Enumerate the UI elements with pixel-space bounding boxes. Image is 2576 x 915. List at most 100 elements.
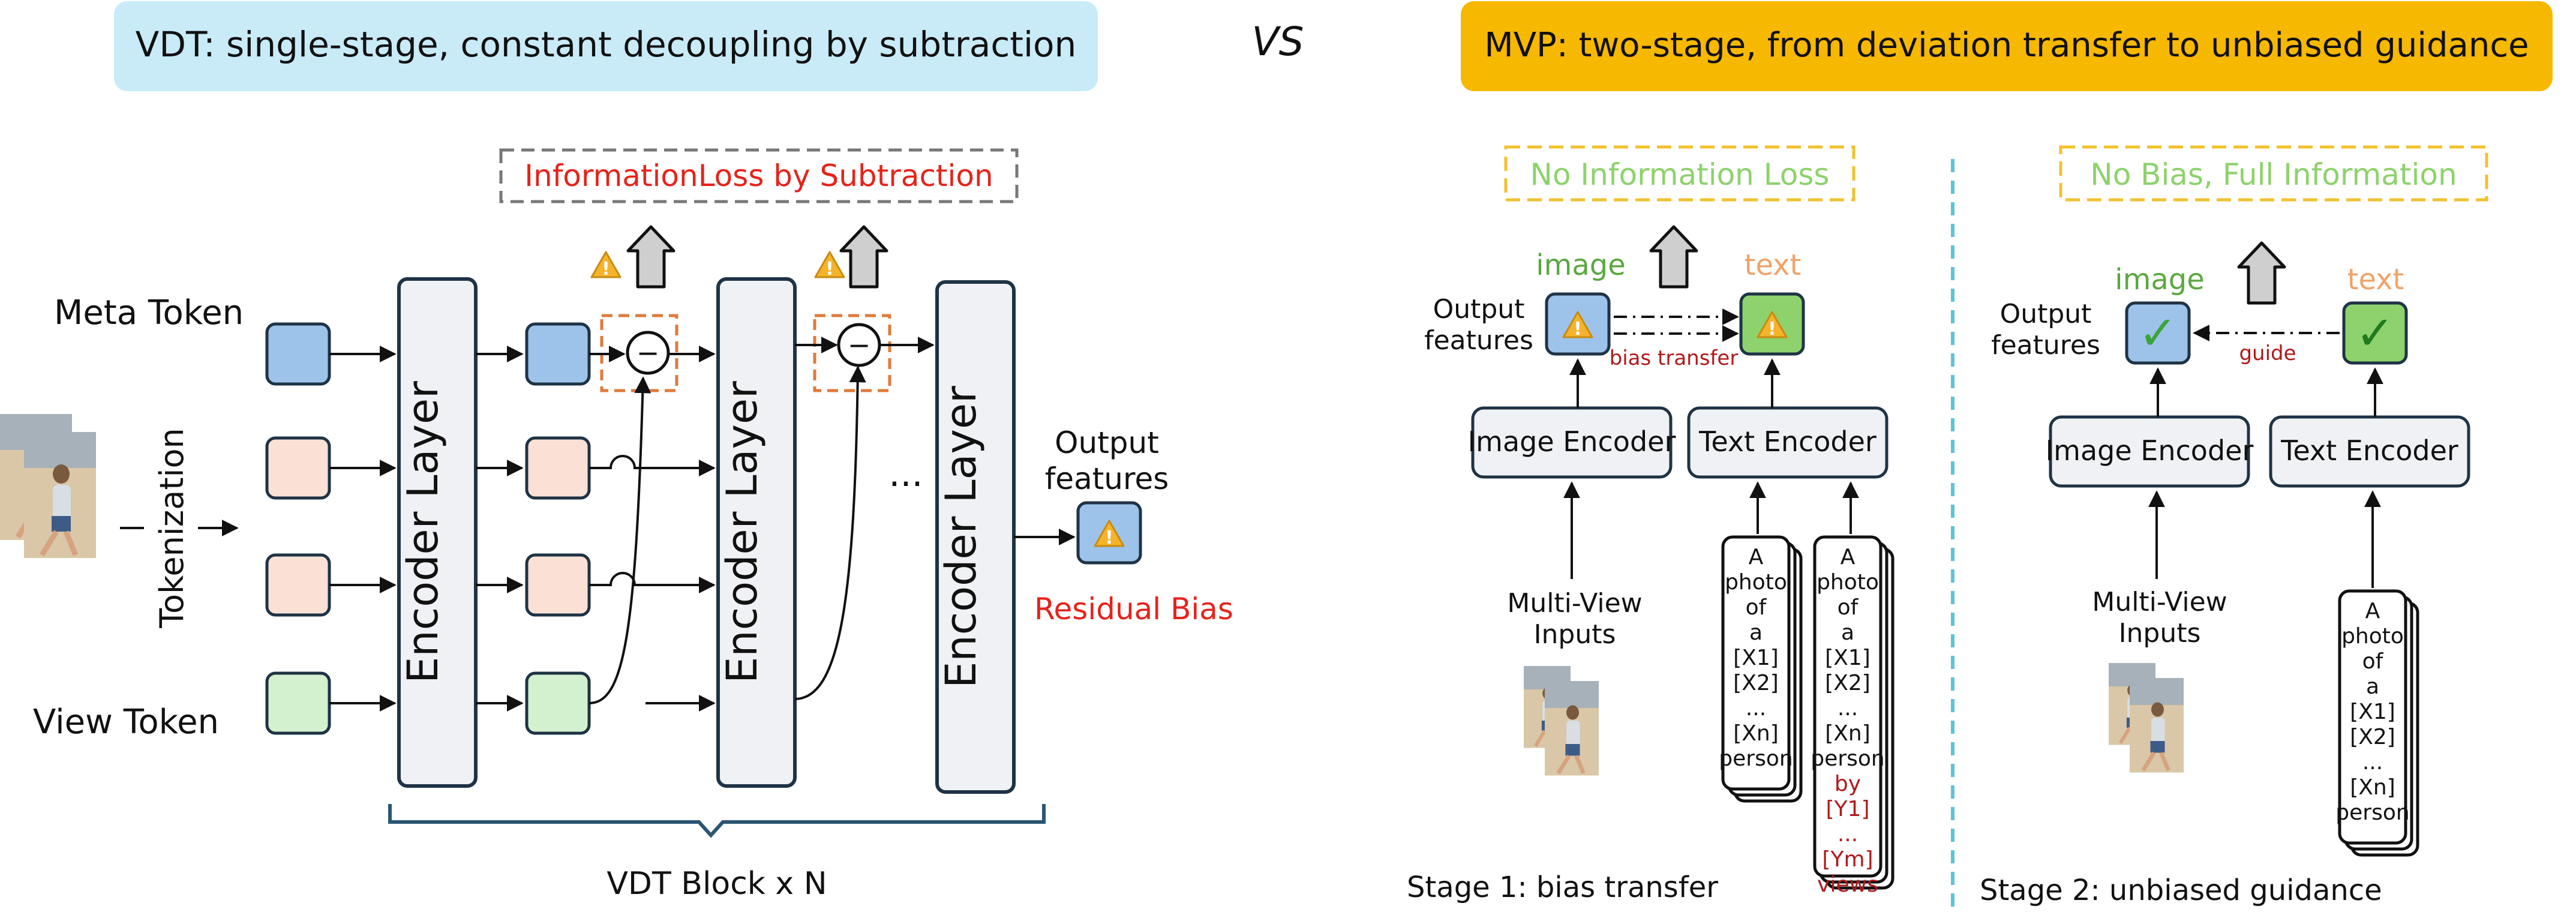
- residual-bias-label: Residual Bias: [1034, 592, 1233, 626]
- guide-label: guide: [2239, 341, 2296, 365]
- up-arrow-icon: [1651, 227, 1697, 287]
- output-label-line1: Output: [1433, 294, 1525, 325]
- prompt-word: photo: [2341, 624, 2404, 649]
- image-feature-token: [2125, 301, 2191, 365]
- mvp-stage1: No Information Loss image text Output fe…: [1407, 145, 1895, 904]
- prompt-word: [X1]: [2350, 700, 2395, 724]
- view-token: [525, 671, 591, 735]
- prompt-word: [X2]: [1825, 671, 1871, 695]
- text-encoder-label: Text Encoder: [1698, 425, 1877, 458]
- prompt-word: person: [1811, 746, 1884, 771]
- prompt-word: A: [2365, 599, 2380, 623]
- output-label-line2: features: [1991, 330, 2100, 361]
- ellipsis: ...: [888, 453, 923, 495]
- prompt-word: of: [1746, 595, 1767, 620]
- prompt-word: ...: [2362, 750, 2383, 775]
- text-encoder: [2269, 415, 2470, 488]
- prompt-word: A: [1749, 545, 1764, 569]
- tokenization-label: Tokenization: [153, 428, 191, 629]
- image-encoder-label: Image Encoder: [1468, 425, 1676, 458]
- image-label: image: [2115, 263, 2205, 296]
- up-arrow-icon: [2239, 243, 2284, 303]
- meta-token-label: Meta Token: [54, 293, 244, 332]
- prompt-word: by: [1835, 772, 1861, 796]
- warning-icon: [590, 251, 622, 281]
- no-bias-box: [2059, 145, 2488, 202]
- check-icon: ✓: [2138, 307, 2177, 361]
- view-token: [265, 671, 331, 735]
- prompt-word: of: [1838, 595, 1859, 620]
- prompt-word: ...: [1838, 696, 1858, 721]
- prompt-word: photo: [1725, 570, 1787, 595]
- encoder-layer-label: Encoder Layer: [936, 386, 986, 688]
- prompt-word: [X1]: [1733, 646, 1779, 670]
- up-arrow-icon: [841, 227, 887, 287]
- view-token-label: View Token: [33, 703, 219, 742]
- mvp-title-banner: MVP: two-stage, from deviation transfer …: [1461, 1, 2553, 91]
- output-label-line1: Output: [2000, 299, 2092, 329]
- encoder-layer-2: [716, 277, 797, 788]
- text-feature-token: [2342, 301, 2408, 365]
- text-encoder-label: Text Encoder: [2280, 434, 2458, 467]
- check-icon: ✓: [2355, 307, 2394, 361]
- prompt-word: [Xn]: [2350, 775, 2395, 800]
- vs-label: VS: [1251, 19, 1304, 65]
- vdt-title-banner: VDT: single-stage, constant decoupling b…: [114, 1, 1098, 91]
- text-label: text: [1745, 248, 1802, 282]
- bias-transfer-label: bias transfer: [1610, 346, 1739, 370]
- encoder-layer-label: Encoder Layer: [717, 381, 767, 683]
- prompt-word: a: [1841, 620, 1854, 645]
- stage1-caption: Stage 1: bias transfer: [1407, 871, 1718, 904]
- image-encoder-label: Image Encoder: [2046, 434, 2254, 467]
- no-bias-label: No Bias, Full Information: [2090, 157, 2457, 192]
- multi-view-images: [1524, 666, 1599, 776]
- prompt-word: [X1]: [1825, 646, 1871, 670]
- prompt-word: views: [1817, 872, 1878, 897]
- mvp-title: MVP: two-stage, from deviation transfer …: [1484, 26, 2529, 65]
- multi-view-label-line1: Multi-View: [2092, 587, 2227, 617]
- image-label: image: [1536, 248, 1626, 282]
- text-encoder: [1687, 406, 1889, 479]
- no-info-loss-box: [1504, 145, 1856, 202]
- minus-sign: −: [848, 329, 871, 361]
- view-feature-token: [525, 436, 591, 500]
- prompt-word: ...: [1746, 696, 1766, 721]
- prompt-word: [X2]: [2350, 725, 2395, 749]
- meta-token: [265, 322, 331, 386]
- multi-view-label-line1: Multi-View: [1507, 588, 1642, 619]
- prompt-word: [Xn]: [1733, 721, 1779, 746]
- view-feature-token: [265, 553, 331, 617]
- prompt-word: photo: [1817, 570, 1879, 595]
- info-loss-label: InformationLoss by Subtraction: [524, 158, 993, 193]
- minus-sign: −: [637, 337, 660, 369]
- prompt-stack-2: Aphotoofa[X1][X2]...[Xn]personby[Y1]...[…: [1811, 535, 1895, 897]
- input-images: [0, 357, 96, 558]
- vdt-title: VDT: single-stage, constant decoupling b…: [136, 24, 1077, 65]
- image-encoder: [2049, 415, 2250, 488]
- vdt-section: InformationLoss by Subtraction Meta Toke…: [0, 148, 1233, 902]
- vdt-block-label: VDT Block x N: [607, 866, 827, 902]
- prompt-word: person: [1719, 746, 1793, 771]
- mvp-stage2: No Bias, Full Information image text Out…: [1980, 145, 2488, 907]
- output-label-line1: Output: [1055, 425, 1159, 460]
- encoder-layer-label: Encoder Layer: [398, 381, 448, 683]
- prompt-word: A: [1841, 545, 1856, 569]
- text-label: text: [2347, 263, 2404, 296]
- prompt-word: [Xn]: [1825, 721, 1871, 746]
- view-feature-token: [525, 553, 591, 617]
- prompt-word: [Y1]: [1826, 797, 1870, 821]
- multi-view-label-line2: Inputs: [2119, 618, 2201, 649]
- prompt-word: a: [2366, 674, 2379, 699]
- info-loss-box: [499, 148, 1019, 203]
- prompt-word: [X2]: [1733, 671, 1779, 695]
- prompt-word: ...: [1838, 822, 1858, 847]
- prompt-word: of: [2362, 649, 2384, 674]
- image-encoder: [1471, 406, 1673, 479]
- up-arrow-icon: [628, 227, 674, 287]
- block-brace: [388, 804, 1046, 838]
- prompt-word: person: [2335, 800, 2409, 825]
- output-label-line2: features: [1424, 325, 1533, 356]
